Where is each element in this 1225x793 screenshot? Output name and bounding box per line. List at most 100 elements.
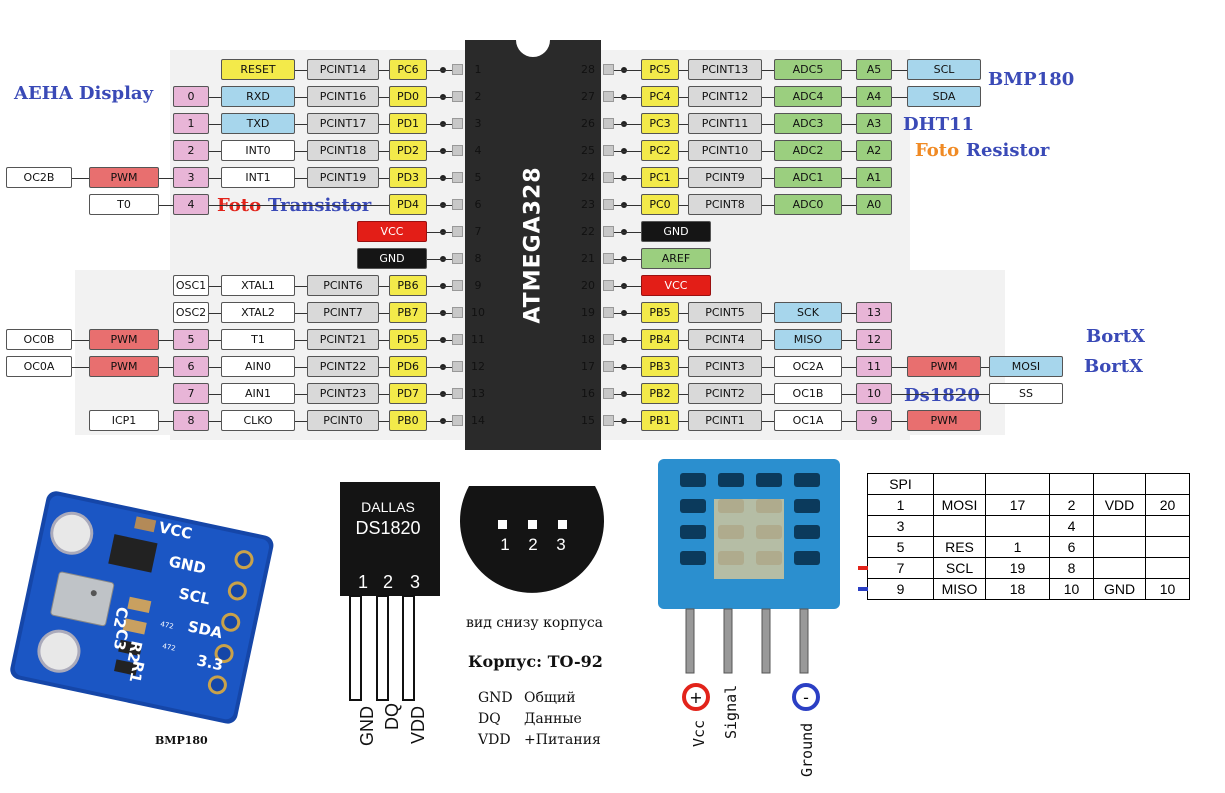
left-pin-10-number: 10 bbox=[471, 306, 485, 319]
left-pin-9-label-3: PB6 bbox=[389, 275, 427, 296]
right-pin-10-label-3: 13 bbox=[856, 302, 892, 323]
left-pin-7-label-0: VCC bbox=[357, 221, 427, 242]
right-pin-27-pad bbox=[603, 91, 614, 102]
spi-cell: 18 bbox=[985, 578, 1050, 600]
left-pin-13-label-2: PCINT23 bbox=[307, 383, 379, 404]
left-pin-4-pad bbox=[452, 145, 463, 156]
left-pin-12-label-5: PD6 bbox=[389, 356, 427, 377]
left-pin-14-pad bbox=[452, 415, 463, 426]
left-pin-11-number: 11 bbox=[471, 333, 485, 346]
left-pin-13-label-3: PD7 bbox=[389, 383, 427, 404]
spi-cell: 5 bbox=[867, 536, 934, 558]
spi-row: SPI bbox=[867, 473, 1190, 495]
annotation-ds1820: Ds1820 bbox=[904, 385, 980, 406]
spi-cell: 20 bbox=[1145, 494, 1190, 516]
left-pin-1-pad bbox=[452, 64, 463, 75]
left-pin-6-pad bbox=[452, 199, 463, 210]
right-pin-2-label-3: A4 bbox=[856, 86, 892, 107]
spi-cell bbox=[1093, 515, 1146, 537]
left-pin-13-number: 13 bbox=[471, 387, 485, 400]
ds1820-bottom-3: 3 bbox=[556, 535, 565, 554]
left-pin-12-label-3: AIN0 bbox=[221, 356, 295, 377]
left-pin-11-label-2: 5 bbox=[173, 329, 209, 350]
left-pin-5-label-5: PD3 bbox=[389, 167, 427, 188]
dht11-sensor: + - Vcc Signal Ground bbox=[658, 459, 840, 777]
ds1820-package-type: Корпус: TO-92 bbox=[468, 652, 603, 671]
left-pin-13-pad bbox=[452, 388, 463, 399]
bmp180-caption: BMP180 bbox=[155, 734, 208, 747]
ds1820-pin-2: 2 bbox=[383, 572, 393, 592]
right-pin-1-label-2: ADC5 bbox=[774, 59, 842, 80]
annotation-bortx-2: BortX bbox=[1084, 356, 1143, 377]
left-pin-10-label-0: OSC2 bbox=[173, 302, 209, 323]
left-pin-8-number: 8 bbox=[474, 252, 482, 265]
spi-cell bbox=[933, 515, 986, 537]
spi-cell: 1 bbox=[985, 536, 1050, 558]
left-pin-7-pad bbox=[452, 226, 463, 237]
spi-row-mark bbox=[858, 587, 868, 591]
right-pin-7-label-0: GND bbox=[641, 221, 711, 242]
left-pin-4-label-4: PD2 bbox=[389, 140, 427, 161]
right-pin-27-number: 27 bbox=[581, 90, 595, 103]
annotation-foto-resistor: Resistor bbox=[966, 140, 1050, 161]
right-pin-25-number: 25 bbox=[581, 144, 595, 157]
left-pin-5-label-2: 3 bbox=[173, 167, 209, 188]
right-pin-14-label-2: OC1A bbox=[774, 410, 842, 431]
right-pin-22-number: 22 bbox=[581, 225, 595, 238]
chip-name: ATMEGA328 bbox=[520, 166, 546, 324]
left-pin-14-label-2: CLKO bbox=[221, 410, 295, 431]
left-pin-14-label-3: PCINT0 bbox=[307, 410, 379, 431]
spi-cell: RES bbox=[933, 536, 986, 558]
left-pin-12-label-2: 6 bbox=[173, 356, 209, 377]
right-pin-14-label-0: PB1 bbox=[641, 410, 679, 431]
right-pin-15-pad bbox=[603, 415, 614, 426]
right-pin-12-label-4: PWM bbox=[907, 356, 981, 377]
right-pin-14-label-1: PCINT1 bbox=[688, 410, 762, 431]
bmp-pin-3v3: 3.3 bbox=[195, 651, 225, 674]
right-pin-13-label-5: SS bbox=[989, 383, 1063, 404]
right-pin-19-pad bbox=[603, 307, 614, 318]
right-pin-26-number: 26 bbox=[581, 117, 595, 130]
bmp-resistor-r2-code: 472 bbox=[160, 620, 175, 631]
spi-cell bbox=[1145, 473, 1190, 495]
left-pin-7-line bbox=[427, 232, 452, 233]
ds1820-bottom-1: 1 bbox=[500, 535, 509, 554]
right-pin-5-label-3: A1 bbox=[856, 167, 892, 188]
spi-cell: 3 bbox=[867, 515, 934, 537]
left-pin-8-pad bbox=[452, 253, 463, 264]
left-pin-1-number: 1 bbox=[474, 63, 482, 76]
annotation-dht11: DHT11 bbox=[903, 114, 975, 135]
left-pin-4-label-1: 2 bbox=[173, 140, 209, 161]
spi-cell: SPI bbox=[867, 473, 934, 495]
right-pin-18-pad bbox=[603, 334, 614, 345]
dht-plus-sign: + bbox=[689, 688, 702, 707]
left-pin-3-number: 3 bbox=[474, 117, 482, 130]
right-pin-12-label-0: PB3 bbox=[641, 356, 679, 377]
right-pin-1-label-0: PC5 bbox=[641, 59, 679, 80]
ds1820-pin-1: 1 bbox=[358, 572, 368, 592]
left-pin-6-line bbox=[89, 205, 452, 206]
right-pin-17-number: 17 bbox=[581, 360, 595, 373]
right-pin-10-label-0: PB5 bbox=[641, 302, 679, 323]
spi-cell bbox=[1093, 473, 1146, 495]
left-pin-14-label-0: ICP1 bbox=[89, 410, 159, 431]
right-pin-6-label-2: ADC0 bbox=[774, 194, 842, 215]
right-pin-28-number: 28 bbox=[581, 63, 595, 76]
right-pin-16-number: 16 bbox=[581, 387, 595, 400]
right-pin-5-label-0: PC1 bbox=[641, 167, 679, 188]
right-pin-1-label-4: SCL bbox=[907, 59, 981, 80]
right-pin-2-label-0: PC4 bbox=[641, 86, 679, 107]
left-pin-12-label-1: PWM bbox=[89, 356, 159, 377]
left-pin-2-pad bbox=[452, 91, 463, 102]
left-pin-11-label-0: OC0B bbox=[6, 329, 72, 350]
bmp-label-c2: C2 bbox=[110, 605, 132, 630]
right-pin-13-label-3: 10 bbox=[856, 383, 892, 404]
left-pin-9-label-1: XTAL1 bbox=[221, 275, 295, 296]
right-pin-22-pad bbox=[603, 226, 614, 237]
spi-cell bbox=[985, 473, 1050, 495]
right-pin-22-line bbox=[614, 232, 641, 233]
